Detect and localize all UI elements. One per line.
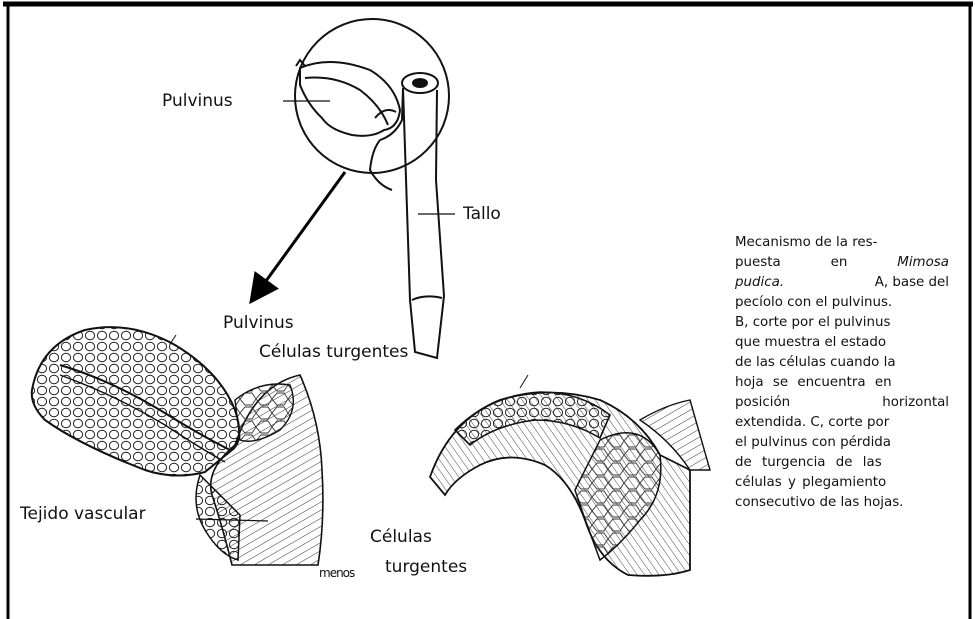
caption-line: de turgencia de las: [735, 453, 949, 473]
caption-line: consecutivo de las hojas.: [735, 493, 949, 513]
caption-line: Mecanismo de la res-: [735, 233, 949, 253]
caption-line: puesta en Mimosa: [735, 253, 949, 273]
caption-line: pecíolo con el pulvinus.: [735, 293, 949, 313]
celulas-turgentes-label: Células turgentes: [259, 342, 408, 362]
caption-line: de las células cuando la: [735, 353, 949, 373]
section-turgid: [32, 327, 323, 565]
pulvinus-label-bottom: Pulvinus: [223, 313, 294, 333]
caption-line: el pulvinus con pérdida: [735, 433, 949, 453]
caption-line: hoja se encuentra en: [735, 373, 949, 393]
petiole-drawing: [258, 19, 455, 358]
caption-line: células y plegamiento: [735, 473, 949, 493]
section-flaccid: [430, 375, 710, 576]
caption-line: pudica. A, base del: [735, 273, 949, 293]
celulas-label: Células: [370, 527, 432, 547]
tallo-label: Tallo: [463, 204, 501, 224]
figure-caption: Mecanismo de la res- puesta en Mimosa pu…: [735, 233, 949, 513]
caption-line: extendida. C, corte por: [735, 413, 949, 433]
tejido-vascular-label: Tejido vascular: [20, 504, 146, 524]
caption-line: que muestra el estado: [735, 333, 949, 353]
caption-line: posición horizontal: [735, 393, 949, 413]
menos-label: menos: [319, 566, 354, 580]
turgentes-label: turgentes: [385, 557, 467, 577]
caption-line: B, corte por el pulvinus: [735, 313, 949, 333]
pulvinus-label-top: Pulvinus: [162, 91, 233, 111]
